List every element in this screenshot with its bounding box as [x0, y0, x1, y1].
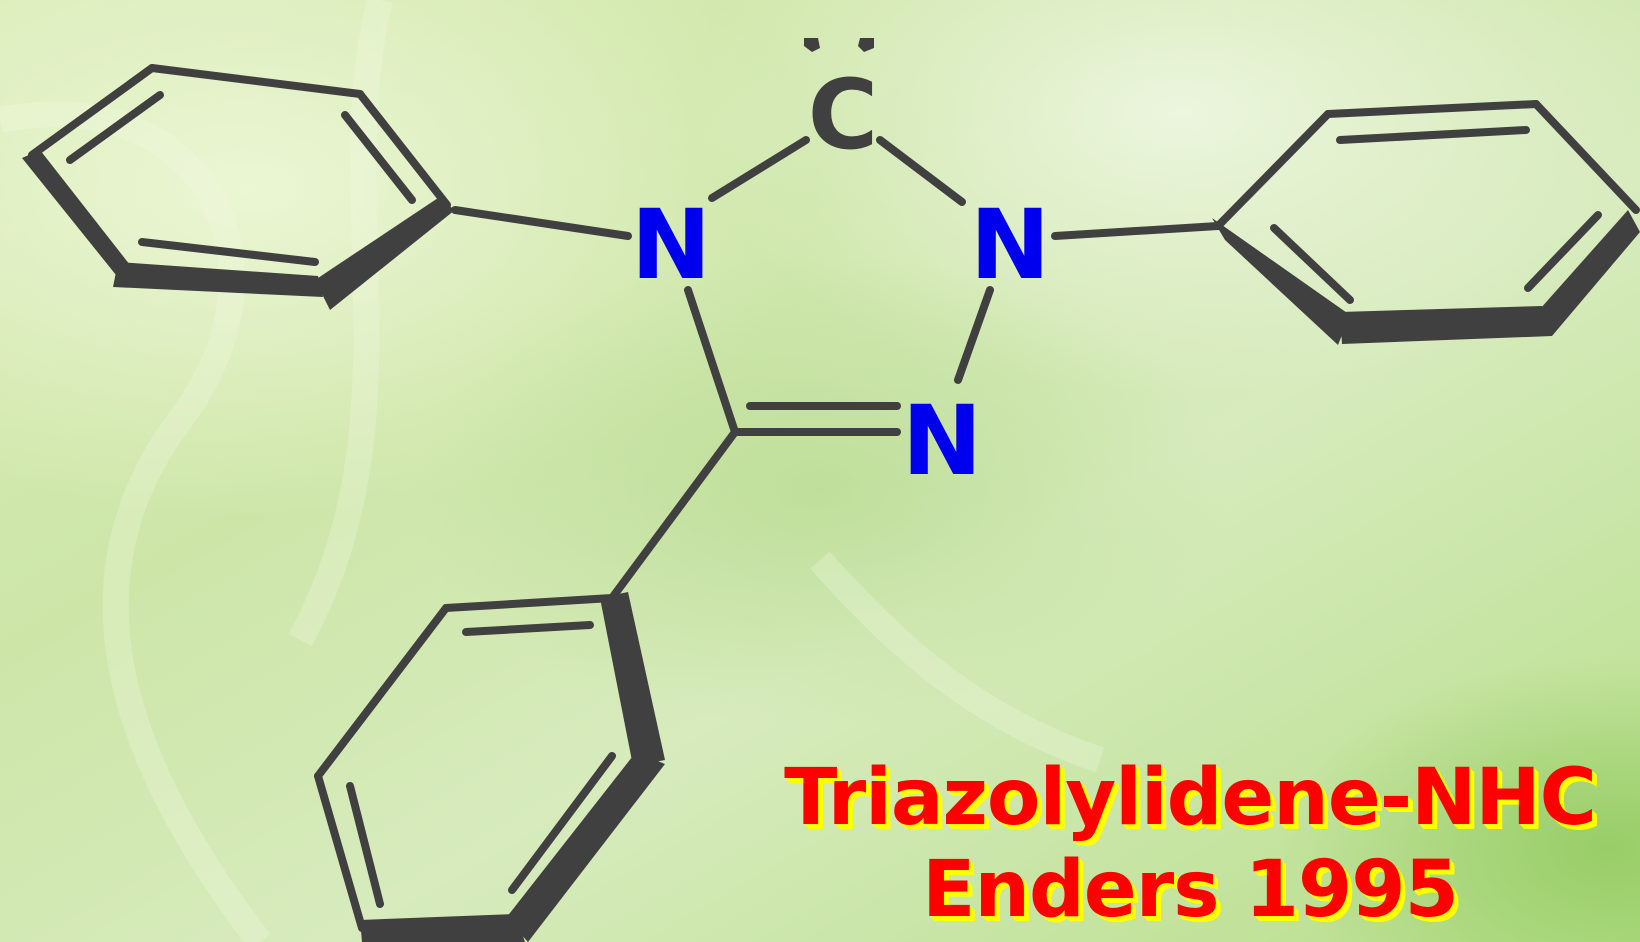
bond-ring-right-6 [1214, 110, 1332, 230]
phenyl-ring-bottom-wedge-lower [506, 752, 665, 942]
bond-n1-c3 [684, 286, 739, 436]
bond-n1-phenyl-left [451, 206, 632, 240]
bond-ring-right-inner-2 [1270, 224, 1354, 304]
bond-ring-left-4 [28, 64, 156, 159]
bond-ring-bottom-inner-1 [462, 621, 594, 636]
phenyl-ring-right-wedge-outer [1532, 210, 1640, 336]
bond-ring-left-inner-1 [66, 91, 164, 164]
bond-ring-left-inner-3 [138, 238, 319, 266]
bond-ring-bottom-4 [314, 772, 366, 932]
bond-ring-right-5 [1324, 100, 1540, 118]
bond-n2-n4 [954, 286, 994, 384]
bond-ring-left-5 [148, 64, 364, 98]
bond-c5-n2 [876, 136, 966, 206]
bond-ring-bottom-inner-2 [346, 782, 384, 908]
bond-ring-bottom-6 [442, 594, 616, 612]
phenyl-ring-bottom-wedge-base [360, 914, 525, 942]
carbene-carbon-label: C [808, 59, 878, 171]
phenyl-ring-left-wedge-outer [22, 150, 130, 275]
nitrogen-4-label: N [902, 385, 982, 497]
two-dots-icon [804, 38, 874, 52]
bond-ring-left-6 [356, 90, 451, 209]
phenyl-ring-right-wedge [1212, 218, 1350, 345]
bond-ring-bottom-5 [314, 604, 450, 780]
phenyl-ring-left-wedge-bottom [113, 262, 323, 297]
phenyl-ring-right-wedge-bottom [1340, 306, 1552, 344]
bond-ring-right-inner-3 [1524, 211, 1602, 292]
nitrogen-2-label: N [970, 189, 1050, 301]
bond-ring-right-4 [1532, 100, 1640, 214]
caption: Triazolylidene-NHC Enders 1995 [760, 752, 1620, 936]
bond-c5-n1 [708, 136, 810, 202]
caption-title: Triazolylidene-NHC [784, 753, 1597, 843]
bond-ring-right-inner-1 [1336, 126, 1530, 144]
phenyl-ring-left-wedge [315, 198, 455, 310]
phenyl-ring-bottom-wedge [600, 592, 665, 766]
bond-ring-left-inner-2 [341, 111, 416, 204]
caption-subtitle: Enders 1995 [922, 845, 1459, 935]
bond-ring-bottom-inner-3 [508, 752, 616, 894]
bond-n2-phenyl-right [1051, 222, 1222, 240]
nitrogen-1-label: N [631, 189, 711, 301]
bond-c3-phenyl-bottom [608, 428, 739, 602]
